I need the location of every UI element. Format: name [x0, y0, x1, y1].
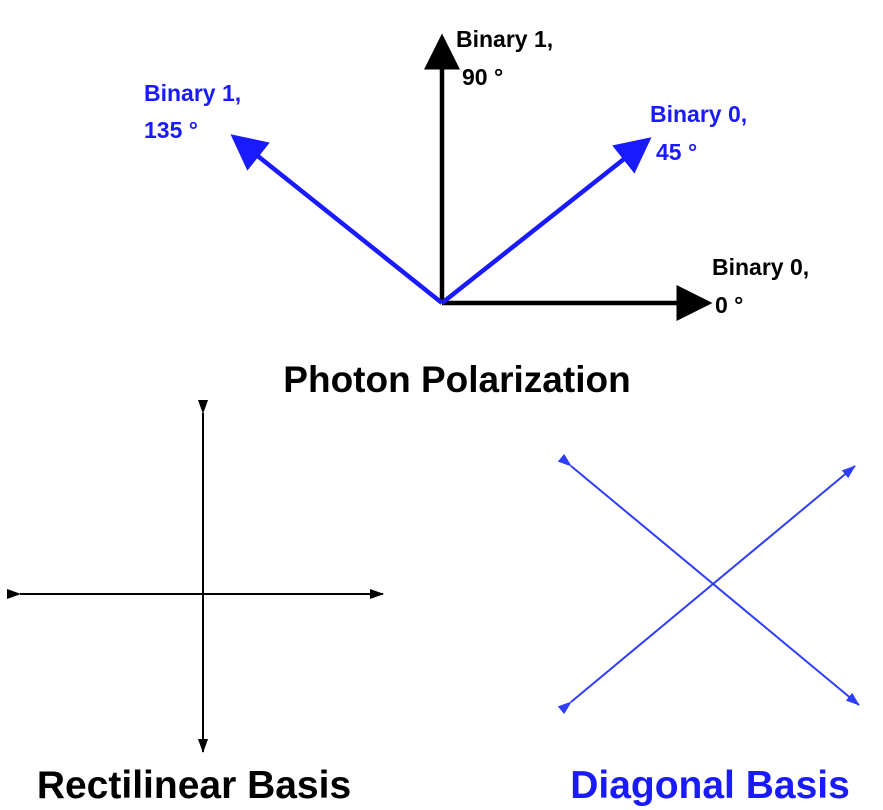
- label-90-line1: Binary 1,: [456, 26, 553, 52]
- polarization-vectors: [230, 33, 713, 321]
- label-45-line2: 45 °: [656, 139, 697, 165]
- label-0-line2: 0 °: [715, 292, 743, 318]
- diagonal-axis-ascending: [557, 465, 856, 715]
- diagonal-basis-label: Diagonal Basis: [570, 764, 850, 807]
- label-135-line1: Binary 1,: [144, 80, 241, 106]
- label-135-line2: 135 °: [144, 117, 198, 143]
- rectilinear-basis: [7, 400, 384, 753]
- label-0-line1: Binary 0,: [712, 254, 809, 280]
- rectilinear-basis-label: Rectilinear Basis: [37, 764, 351, 807]
- label-45-line1: Binary 0,: [650, 101, 747, 127]
- diagonal-basis: [557, 453, 860, 715]
- label-90-line2: 90 °: [462, 64, 503, 90]
- vector-45-degrees: [440, 137, 652, 305]
- vector-135-degrees: [230, 134, 444, 305]
- diagram-title: Photon Polarization: [283, 359, 630, 400]
- diagonal-axis-descending: [557, 453, 860, 706]
- vector-labels: Binary 1, 90 ° Binary 1, 135 ° Binary 0,…: [144, 26, 809, 318]
